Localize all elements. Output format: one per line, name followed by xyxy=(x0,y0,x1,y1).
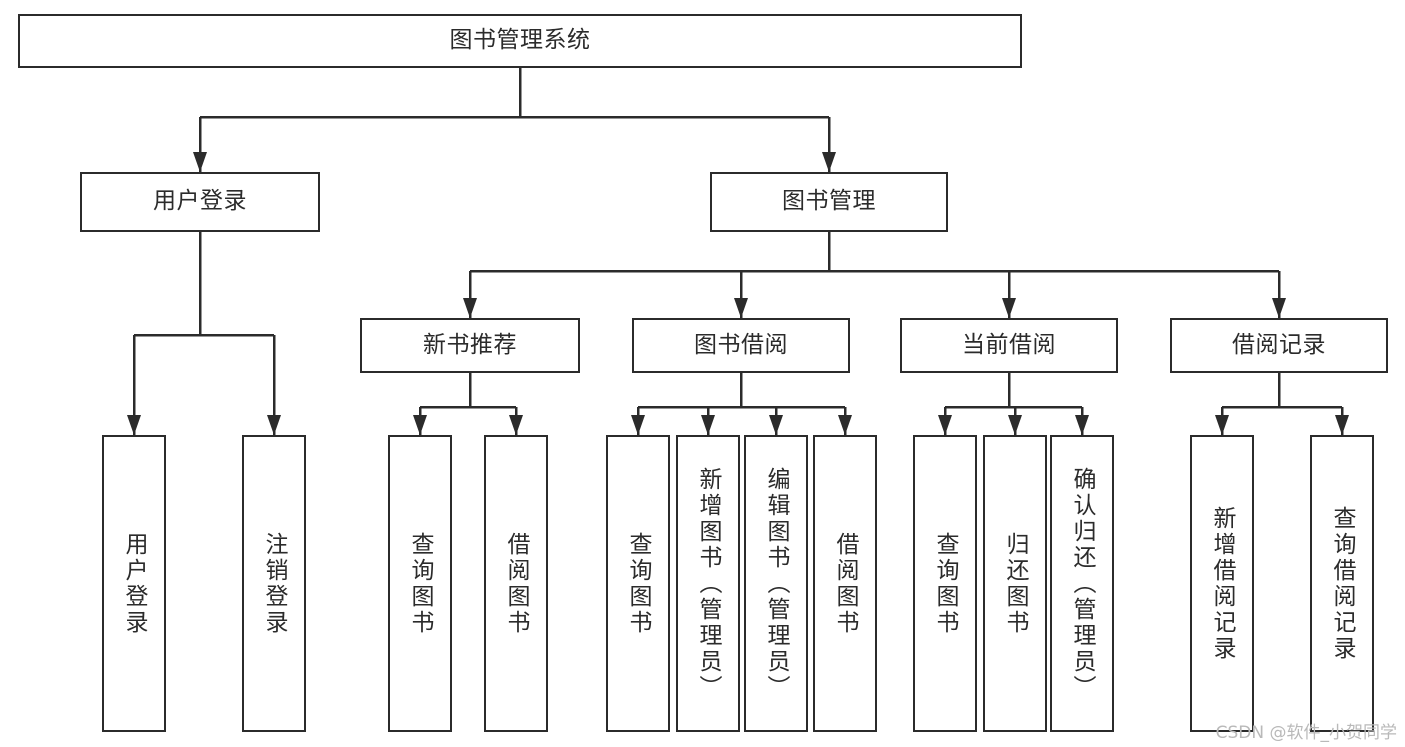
node-leaf-bo-add: 新增图书（管理员） xyxy=(676,435,740,732)
node-label: 借阅图书 xyxy=(503,531,530,636)
node-label: 确认归还（管理员） xyxy=(1069,466,1096,701)
node-leaf-bo-query: 查询图书 xyxy=(606,435,670,732)
node-label: 图书管理 xyxy=(782,188,876,215)
node-label: 当前借阅 xyxy=(962,331,1056,358)
node-newbook: 新书推荐 xyxy=(360,318,580,373)
node-leaf-user-logout: 注销登录 xyxy=(242,435,306,732)
node-leaf-user-login: 用户登录 xyxy=(102,435,166,732)
node-label: 图书管理系统 xyxy=(449,27,591,54)
node-label: 查询借阅记录 xyxy=(1329,505,1356,662)
node-label: 归还图书 xyxy=(1002,531,1029,636)
node-leaf-bo-borrow: 借阅图书 xyxy=(813,435,877,732)
node-leaf-re-add: 新增借阅记录 xyxy=(1190,435,1254,732)
node-label: 注销登录 xyxy=(261,531,288,636)
node-label: 新书推荐 xyxy=(423,331,517,358)
node-label: 查询图书 xyxy=(625,531,652,636)
node-leaf-nb-borrow: 借阅图书 xyxy=(484,435,548,732)
node-root: 图书管理系统 xyxy=(18,14,1022,68)
node-label: 借阅记录 xyxy=(1232,331,1326,358)
watermark: CSDN @软件_小贺同学 xyxy=(1215,723,1397,743)
node-current: 当前借阅 xyxy=(900,318,1118,373)
node-label: 新增图书（管理员） xyxy=(695,466,722,701)
node-label: 查询图书 xyxy=(407,531,434,636)
node-login: 用户登录 xyxy=(80,172,320,232)
node-records: 借阅记录 xyxy=(1170,318,1388,373)
node-leaf-re-query: 查询借阅记录 xyxy=(1310,435,1374,732)
node-leaf-cu-return: 归还图书 xyxy=(983,435,1047,732)
node-leaf-cu-query: 查询图书 xyxy=(913,435,977,732)
node-label: 查询图书 xyxy=(932,531,959,636)
node-label: 用户登录 xyxy=(153,188,247,215)
node-leaf-bo-edit: 编辑图书（管理员） xyxy=(744,435,808,732)
node-label: 借阅图书 xyxy=(832,531,859,636)
node-leaf-nb-query: 查询图书 xyxy=(388,435,452,732)
node-label: 新增借阅记录 xyxy=(1209,505,1236,662)
node-leaf-cu-confirm: 确认归还（管理员） xyxy=(1050,435,1114,732)
node-label: 用户登录 xyxy=(121,531,148,636)
node-label: 编辑图书（管理员） xyxy=(763,466,790,701)
node-label: 图书借阅 xyxy=(694,331,788,358)
node-bookmgmt: 图书管理 xyxy=(710,172,948,232)
node-borrow: 图书借阅 xyxy=(632,318,850,373)
